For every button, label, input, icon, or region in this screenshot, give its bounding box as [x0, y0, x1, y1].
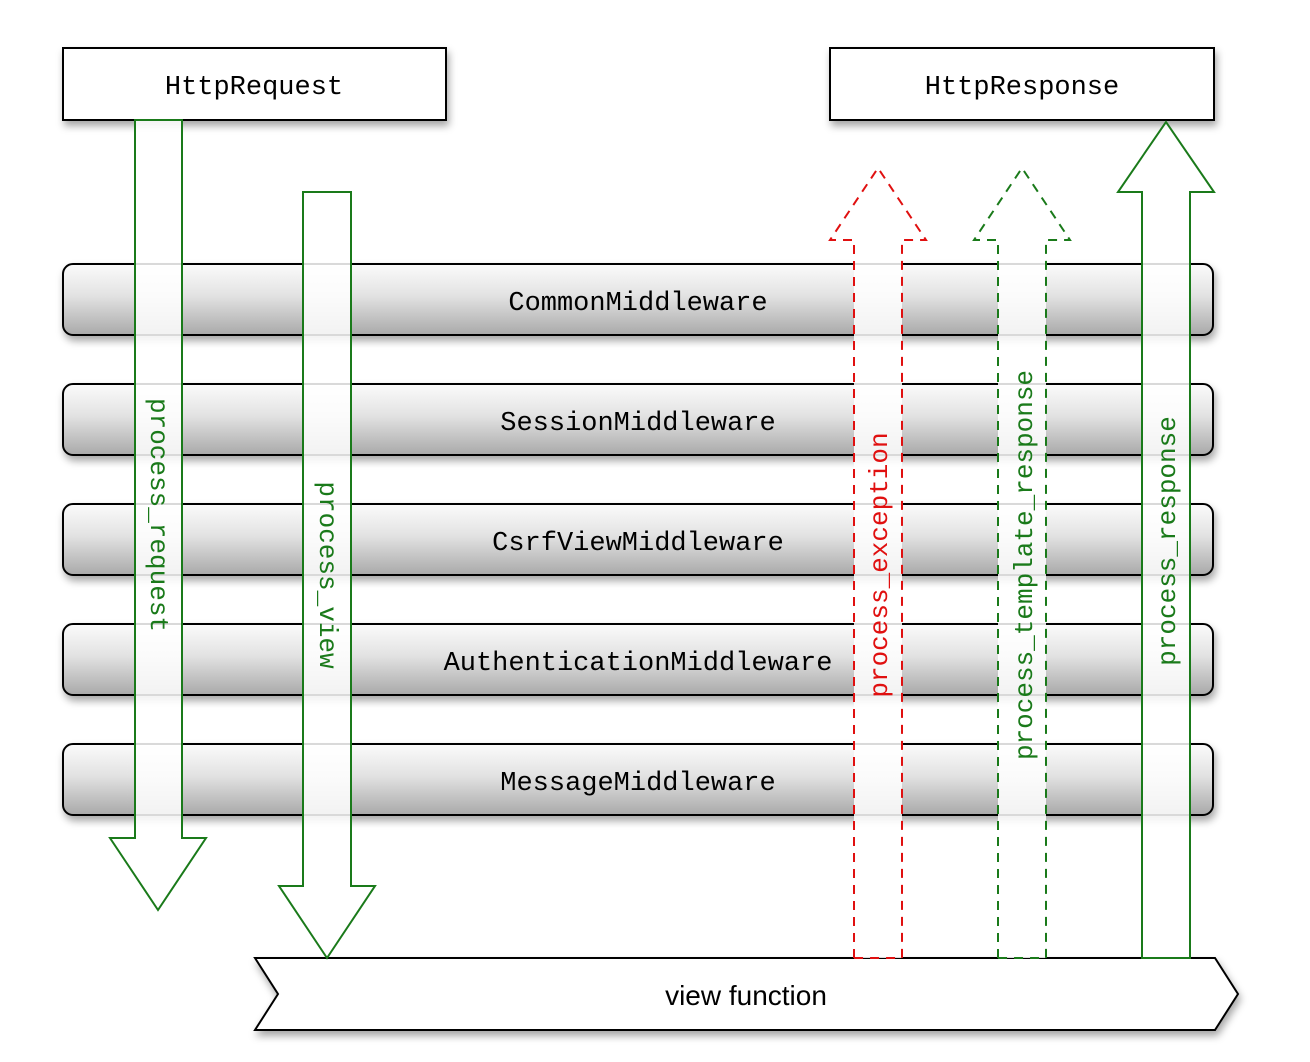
- middleware-label: SessionMiddleware: [500, 409, 775, 439]
- middleware-label: CommonMiddleware: [508, 289, 767, 319]
- view-function-label: view function: [665, 980, 827, 1011]
- process-view-arrow: process_view: [277, 191, 377, 960]
- process-response-arrow: process_response: [1116, 120, 1216, 959]
- process-exception-arrow: process_exception: [828, 166, 928, 959]
- process-response-label: process_response: [1153, 416, 1183, 666]
- http-response-box: HttpResponse: [829, 47, 1215, 121]
- middleware-label: MessageMiddleware: [500, 769, 775, 799]
- http-request-box: HttpRequest: [62, 47, 447, 121]
- process-template-response-arrow: process_template_response: [972, 166, 1072, 959]
- http-request-label: HttpRequest: [165, 73, 343, 103]
- process-exception-label: process_exception: [865, 432, 895, 697]
- http-response-label: HttpResponse: [925, 73, 1119, 103]
- process-request-label: process_request: [143, 398, 173, 632]
- process-request-arrow: process_request: [108, 119, 208, 912]
- view-function-shape: view function: [253, 957, 1240, 1031]
- middleware-label: CsrfViewMiddleware: [492, 529, 784, 559]
- middleware-label: AuthenticationMiddleware: [444, 649, 833, 679]
- process-view-label: process_view: [312, 481, 342, 669]
- process-template-response-label: process_template_response: [1010, 370, 1040, 760]
